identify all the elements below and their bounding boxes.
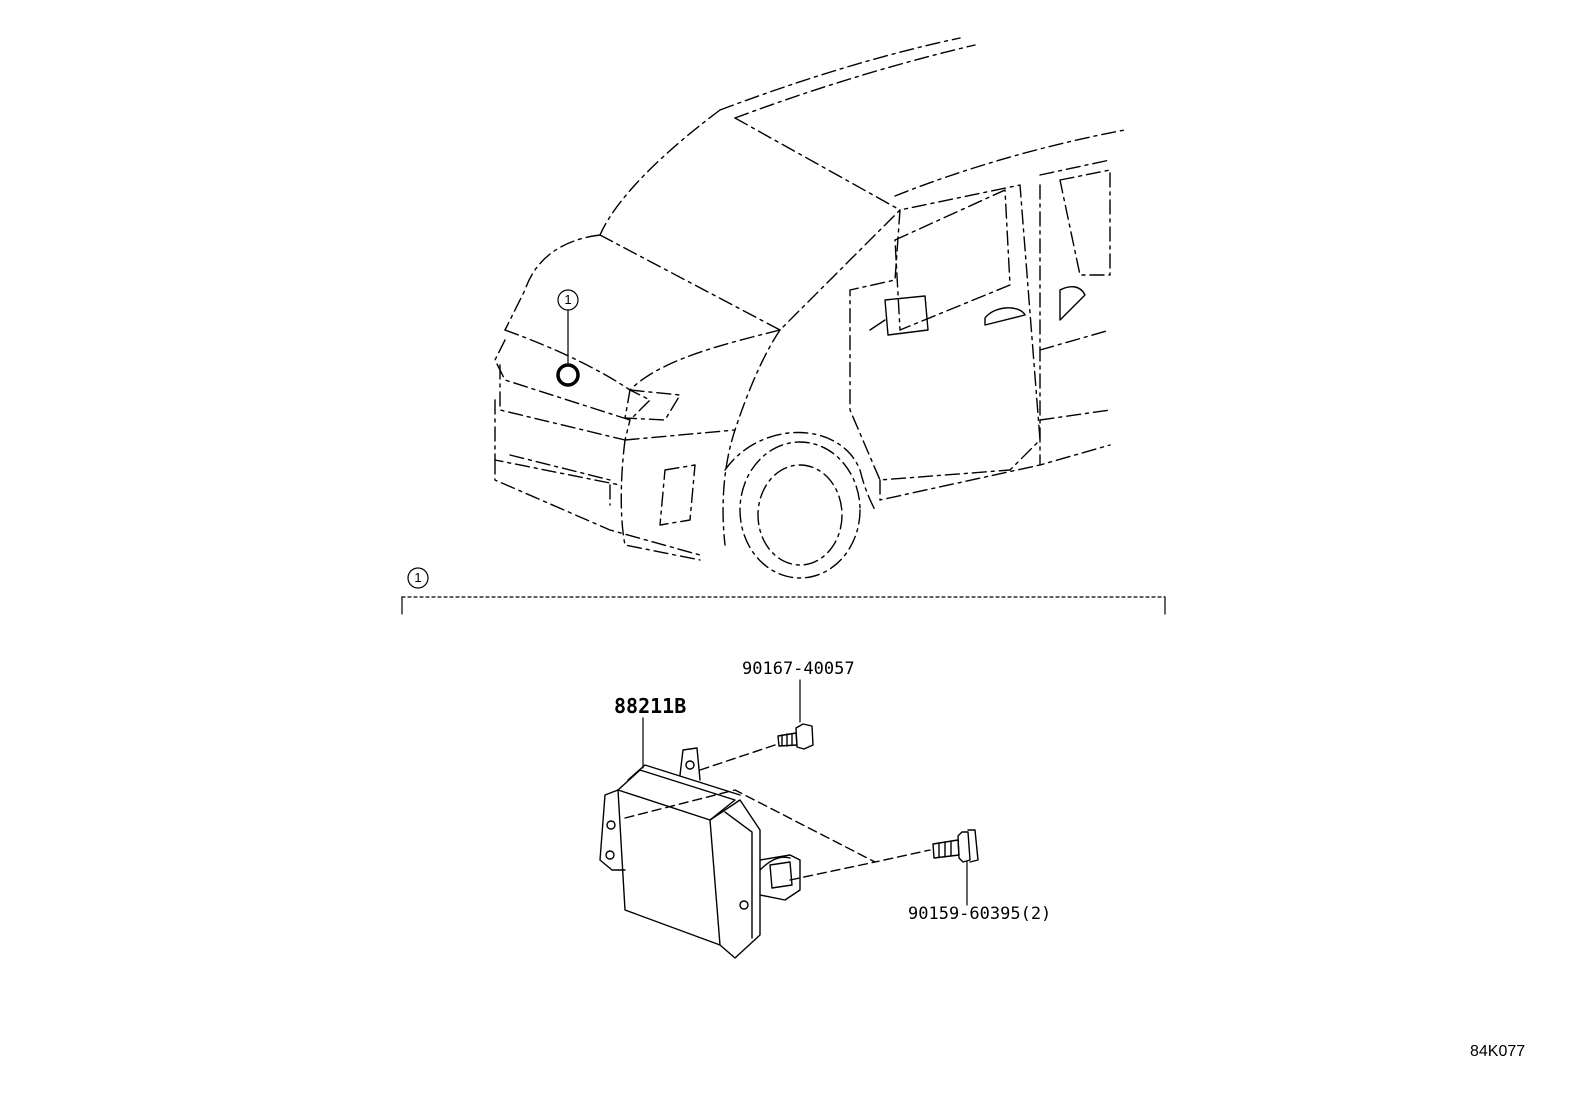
screw-icon bbox=[777, 723, 814, 750]
radar-sensor-unit-icon bbox=[599, 744, 931, 959]
part-number-main[interactable]: 88211B bbox=[614, 694, 687, 718]
part-number-bolt[interactable]: 90159-60395(2) bbox=[908, 904, 1052, 924]
van-outline-icon bbox=[494, 37, 1126, 579]
section-marker: 1 bbox=[414, 570, 422, 585]
callout-marker: 1 bbox=[564, 292, 572, 307]
section-bracket bbox=[401, 567, 1166, 615]
part-number-screw[interactable]: 90167-40057 bbox=[742, 659, 855, 679]
bolt-icon bbox=[932, 829, 979, 863]
figure-reference: 84K077 bbox=[1470, 1043, 1526, 1060]
